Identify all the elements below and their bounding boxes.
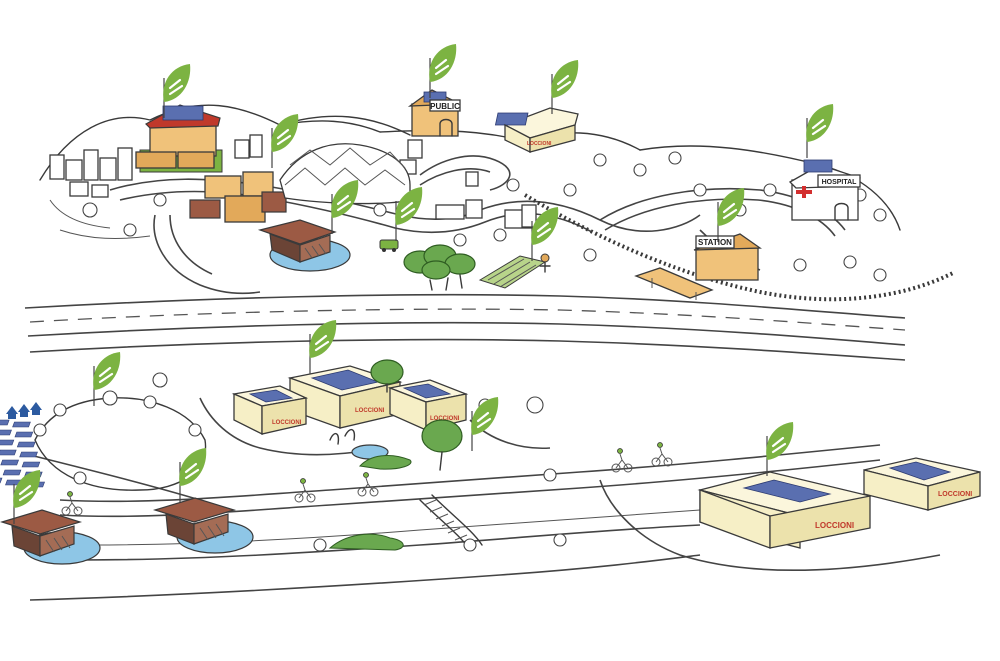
solar-panel [0, 429, 12, 436]
farm-houses [189, 171, 287, 223]
olive-grove [403, 244, 551, 291]
green-leaf-flag-icon [806, 104, 834, 158]
hydro-plant-top [257, 219, 351, 272]
cyclist-icon [357, 472, 379, 497]
loccioni-campus: LOCCIONI LOCCIONI LOCCIONI [231, 359, 469, 471]
green-leaf-flag-icon [163, 64, 191, 118]
loccioni-label-top: LOCCIONI [527, 141, 552, 147]
solar-panel [12, 421, 31, 428]
green-leaf-flag-icon [271, 114, 299, 168]
loccioni-label-east-small: LOCCIONI [938, 491, 972, 498]
solar-farmhouse [135, 104, 223, 173]
loccioni-east: LOCCIONI LOCCIONI [697, 457, 981, 549]
hospital-building: HOSPITAL [788, 159, 861, 221]
green-leaf-flag-icon [395, 187, 423, 241]
red-cross-icon [796, 186, 812, 198]
small-offices [435, 171, 537, 229]
solar-panel [14, 431, 34, 438]
cyclists [61, 442, 673, 516]
public-label: PUBLIC [430, 102, 460, 111]
cyclist-icon [294, 478, 316, 503]
green-leaf-flag-icon [331, 180, 359, 234]
solar-panel [19, 451, 38, 458]
station-label: STATION [698, 238, 732, 247]
solar-panel [0, 459, 19, 466]
station-building: STATION [634, 233, 762, 300]
solar-panel [0, 449, 17, 456]
solar-panel [2, 469, 22, 476]
highway [24, 293, 906, 361]
railway [523, 193, 956, 302]
loccioni-label-right: LOCCIONI [430, 416, 460, 422]
hospital-label: HOSPITAL [822, 179, 858, 186]
cyclist-icon [651, 442, 673, 467]
homes-icon [6, 402, 42, 419]
loccioni-label-center: LOCCIONI [355, 408, 385, 414]
green-leaf-flag-icon [93, 352, 121, 406]
loccioni-label-east-big: LOCCIONI [815, 521, 854, 530]
green-leaf-flag-icon [531, 207, 559, 261]
solar-panel [0, 419, 10, 426]
green-leaf-flag-icon [766, 422, 794, 476]
green-leaf-flag-icon [179, 448, 207, 502]
green-leaf-flag-icon [717, 188, 745, 242]
green-leaf-flag-icon [471, 397, 499, 451]
solar-panel [21, 461, 41, 468]
solar-panel [16, 441, 36, 448]
cyclist-icon [611, 448, 633, 473]
green-leaf-flag-icon [309, 320, 337, 374]
electric-car [379, 239, 399, 252]
hydro-plants-bottom [0, 497, 254, 565]
cyclist-icon [61, 491, 83, 516]
solar-panel [0, 439, 15, 446]
solar-panel [0, 477, 3, 484]
river-bush [328, 533, 404, 551]
leaf-flags [13, 44, 834, 524]
green-leaf-flag-icon [551, 60, 579, 114]
green-leaf-flag-icon [13, 470, 41, 524]
loccioni-building-top: LOCCIONI [494, 107, 579, 154]
green-leaf-flag-icon [429, 44, 457, 98]
public-building: PUBLIC [407, 89, 461, 137]
loccioni-label-left: LOCCIONI [272, 420, 302, 426]
